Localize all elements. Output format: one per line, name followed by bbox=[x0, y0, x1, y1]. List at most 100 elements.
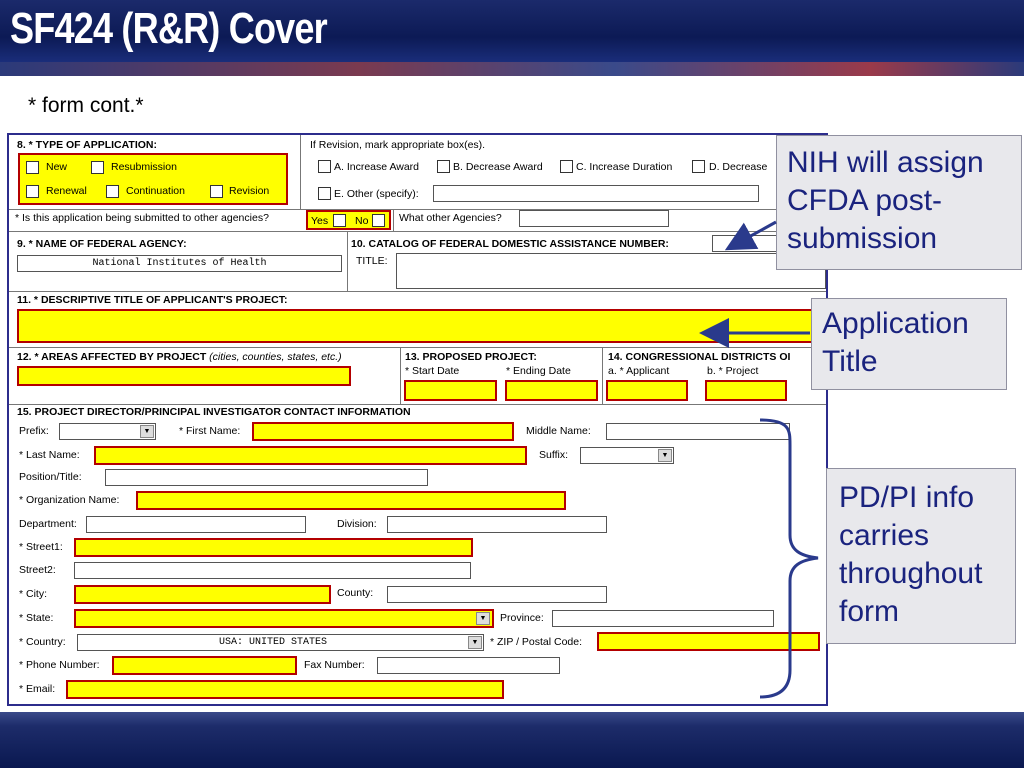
department-input[interactable] bbox=[86, 516, 306, 533]
revision-prompt: If Revision, mark appropriate box(es). bbox=[310, 139, 486, 151]
suffix-select[interactable]: ▼ bbox=[580, 447, 674, 464]
start-date-input[interactable] bbox=[404, 380, 497, 401]
zip-input[interactable] bbox=[597, 632, 820, 651]
revision-label: Revision bbox=[229, 185, 270, 197]
city-input[interactable] bbox=[74, 585, 331, 604]
sec8-label: 8. * TYPE OF APPLICATION: bbox=[17, 139, 158, 151]
project-district-input[interactable] bbox=[705, 380, 787, 401]
first-name-input[interactable] bbox=[252, 422, 514, 441]
continuation-checkbox[interactable] bbox=[106, 185, 119, 198]
no-label: No bbox=[355, 215, 369, 227]
street2-label: Street2: bbox=[19, 564, 56, 576]
sec13-label: 13. PROPOSED PROJECT: bbox=[405, 351, 537, 363]
renewal-label: Renewal bbox=[46, 185, 87, 197]
rev-e-checkbox[interactable] bbox=[318, 187, 331, 200]
cfda-callout-line: submission bbox=[787, 222, 938, 255]
what-agencies-label: What other Agencies? bbox=[399, 212, 502, 224]
other-agencies-question: * Is this application being submitted to… bbox=[15, 212, 269, 224]
division-label: Division: bbox=[337, 518, 377, 530]
country-label: * Country: bbox=[19, 636, 66, 648]
rev-d-checkbox[interactable] bbox=[692, 160, 705, 173]
position-input[interactable] bbox=[105, 469, 428, 486]
cfda-callout: NIH will assign CFDA post- submission bbox=[776, 135, 1022, 270]
applicant-district-label: a. * Applicant bbox=[608, 365, 670, 377]
middle-name-label: Middle Name: bbox=[526, 425, 591, 437]
rev-a-label: A. Increase Award bbox=[334, 161, 420, 173]
city-label: * City: bbox=[19, 588, 48, 600]
sec9-label: 9. * NAME OF FEDERAL AGENCY: bbox=[17, 238, 187, 250]
pdpi-callout-line: carries bbox=[839, 519, 930, 552]
project-title-input[interactable] bbox=[17, 309, 817, 343]
chevron-down-icon: ▼ bbox=[658, 449, 672, 462]
title-callout: Application Title bbox=[811, 298, 1007, 390]
header-decoration bbox=[0, 62, 1024, 76]
areas-affected-input[interactable] bbox=[17, 366, 351, 386]
chevron-down-icon: ▼ bbox=[468, 636, 482, 649]
country-select[interactable]: USA: UNITED STATES ▼ bbox=[77, 634, 484, 651]
sf424-form: 8. * TYPE OF APPLICATION: New Resubmissi… bbox=[7, 133, 828, 706]
yes-checkbox[interactable] bbox=[333, 214, 346, 227]
renewal-checkbox[interactable] bbox=[26, 185, 39, 198]
org-name-input[interactable] bbox=[136, 491, 566, 510]
last-name-label: * Last Name: bbox=[19, 449, 80, 461]
rev-c-label: C. Increase Duration bbox=[576, 161, 673, 173]
suffix-label: Suffix: bbox=[539, 449, 568, 461]
continuation-label: Continuation bbox=[126, 185, 185, 197]
email-input[interactable] bbox=[66, 680, 504, 699]
pdpi-callout-line: form bbox=[839, 595, 899, 628]
sec15-label: 15. PROJECT DIRECTOR/PRINCIPAL INVESTIGA… bbox=[17, 406, 411, 418]
pdpi-callout: PD/PI info carries throughout form bbox=[826, 468, 1016, 644]
division-input[interactable] bbox=[387, 516, 607, 533]
end-date-input[interactable] bbox=[505, 380, 598, 401]
no-checkbox[interactable] bbox=[372, 214, 385, 227]
title-callout-line: Application bbox=[822, 307, 969, 340]
street1-label: * Street1: bbox=[19, 541, 63, 553]
province-input[interactable] bbox=[552, 610, 774, 627]
resubmission-label: Resubmission bbox=[111, 161, 177, 173]
cfda-title-input[interactable] bbox=[396, 253, 826, 289]
last-name-input[interactable] bbox=[94, 446, 527, 465]
rev-e-label: E. Other (specify): bbox=[334, 188, 419, 200]
street1-input[interactable] bbox=[74, 538, 473, 557]
county-input[interactable] bbox=[387, 586, 607, 603]
org-name-label: * Organization Name: bbox=[19, 494, 120, 506]
prefix-label: Prefix: bbox=[19, 425, 49, 437]
resubmission-checkbox[interactable] bbox=[91, 161, 104, 174]
cfda-callout-line: CFDA post- bbox=[787, 184, 943, 217]
rev-a-checkbox[interactable] bbox=[318, 160, 331, 173]
fax-label: Fax Number: bbox=[304, 659, 365, 671]
sec12-label: 12. * AREAS AFFECTED BY PROJECT (cities,… bbox=[17, 351, 342, 363]
chevron-down-icon: ▼ bbox=[476, 612, 490, 625]
sec10-label: 10. CATALOG OF FEDERAL DOMESTIC ASSISTAN… bbox=[351, 238, 669, 250]
fax-input[interactable] bbox=[377, 657, 560, 674]
agency-name-field[interactable]: National Institutes of Health bbox=[17, 255, 342, 272]
title-label: TITLE: bbox=[356, 255, 388, 267]
chevron-down-icon: ▼ bbox=[140, 425, 154, 438]
project-district-label: b. * Project bbox=[707, 365, 759, 377]
state-label: * State: bbox=[19, 612, 54, 624]
revision-checkbox[interactable] bbox=[210, 185, 223, 198]
sec11-label: 11. * DESCRIPTIVE TITLE OF APPLICANT'S P… bbox=[17, 294, 288, 306]
state-select[interactable]: ▼ bbox=[74, 609, 494, 628]
application-type-group: New Resubmission Renewal Continuation Re… bbox=[18, 153, 288, 205]
rev-b-checkbox[interactable] bbox=[437, 160, 450, 173]
what-agencies-input[interactable] bbox=[519, 210, 669, 227]
start-date-label: * Start Date bbox=[405, 365, 460, 377]
pdpi-callout-line: PD/PI info bbox=[839, 481, 975, 514]
street2-input[interactable] bbox=[74, 562, 471, 579]
applicant-district-input[interactable] bbox=[606, 380, 688, 401]
prefix-select[interactable]: ▼ bbox=[59, 423, 156, 440]
province-label: Province: bbox=[500, 612, 544, 624]
new-checkbox[interactable] bbox=[26, 161, 39, 174]
phone-label: * Phone Number: bbox=[19, 659, 100, 671]
pdpi-callout-line: throughout bbox=[839, 557, 983, 590]
rev-c-checkbox[interactable] bbox=[560, 160, 573, 173]
zip-label: * ZIP / Postal Code: bbox=[490, 636, 583, 648]
rev-b-label: B. Decrease Award bbox=[453, 161, 543, 173]
middle-name-input[interactable] bbox=[606, 423, 790, 440]
other-agencies-group: Yes No bbox=[306, 210, 391, 230]
yes-label: Yes bbox=[311, 215, 329, 227]
end-date-label: * Ending Date bbox=[506, 365, 571, 377]
other-specify-input[interactable] bbox=[433, 185, 759, 202]
phone-input[interactable] bbox=[112, 656, 297, 675]
